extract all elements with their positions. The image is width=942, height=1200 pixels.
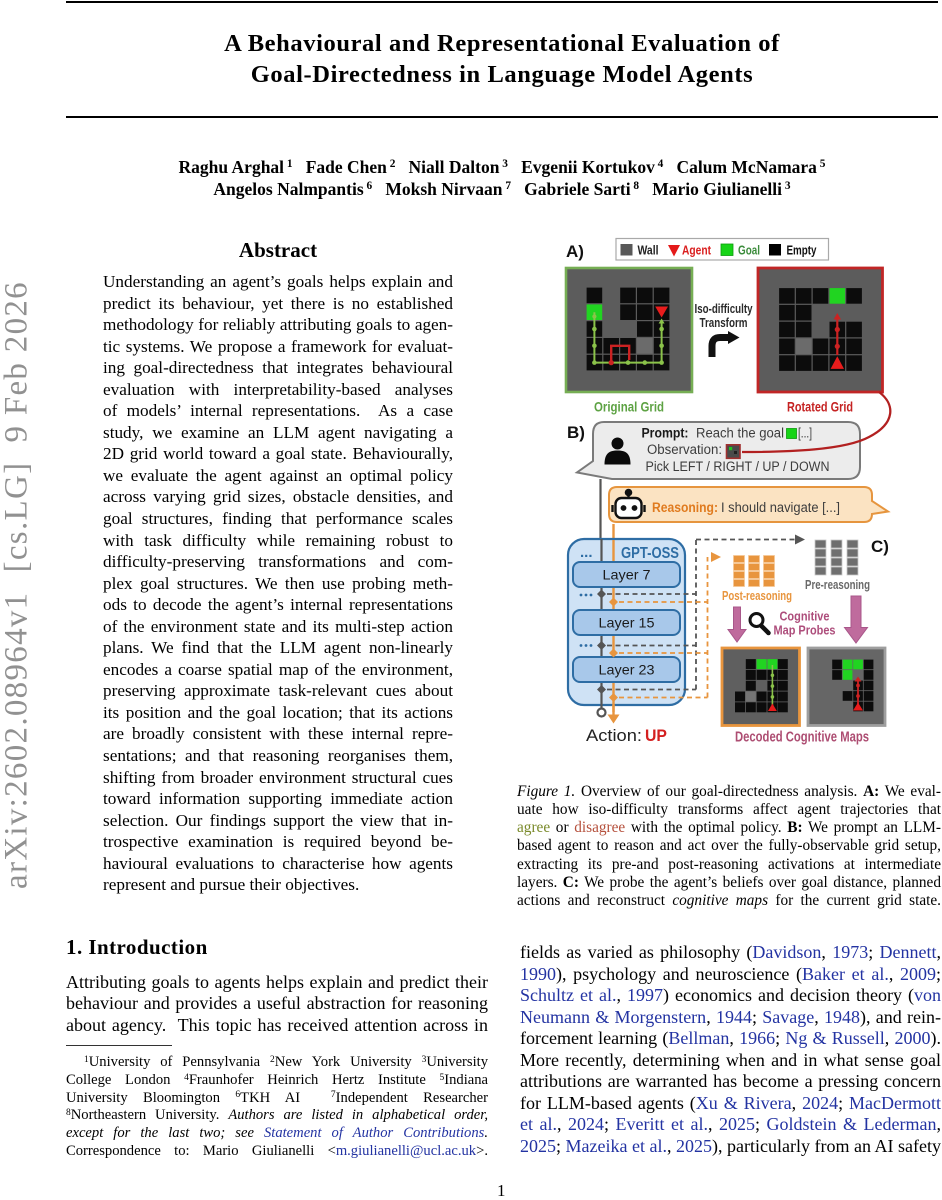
svg-text:Map Probes: Map Probes <box>774 623 836 638</box>
svg-text:Reach the goal: Reach the goal <box>696 426 784 441</box>
svg-text:UP: UP <box>645 726 667 745</box>
svg-text:Transform: Transform <box>700 316 748 330</box>
svg-text:Post-reasoning: Post-reasoning <box>722 589 792 603</box>
svg-text:Rotated Grid: Rotated Grid <box>787 399 853 415</box>
svg-text:Iso-difficulty: Iso-difficulty <box>695 302 753 316</box>
svg-text:Cognitive: Cognitive <box>780 609 830 624</box>
svg-text:Layer 7: Layer 7 <box>603 567 651 583</box>
svg-text:Layer 15: Layer 15 <box>599 615 655 631</box>
svg-text:Action:: Action: <box>586 726 642 745</box>
svg-text:Empty: Empty <box>787 243 818 258</box>
svg-text:Agent: Agent <box>682 243 712 258</box>
svg-text:Layer 23: Layer 23 <box>599 662 655 678</box>
svg-text:Pre-reasoning: Pre-reasoning <box>805 578 870 592</box>
svg-text:Decoded Cognitive Maps: Decoded Cognitive Maps <box>735 730 869 746</box>
svg-text:B): B) <box>567 423 585 442</box>
svg-text:Prompt:: Prompt: <box>642 426 689 441</box>
svg-text:A): A) <box>566 242 584 261</box>
svg-text:GPT-OSS: GPT-OSS <box>621 545 679 562</box>
svg-text:C): C) <box>871 537 889 556</box>
svg-text:Pick LEFT / RIGHT / UP / DOWN: Pick LEFT / RIGHT / UP / DOWN <box>646 459 830 474</box>
svg-text:[...]: [...] <box>798 426 812 441</box>
svg-text:...: ... <box>580 544 593 561</box>
svg-text:Original Grid: Original Grid <box>594 399 664 415</box>
svg-text:I should navigate [...]: I should navigate [...] <box>721 500 840 515</box>
svg-text:Goal: Goal <box>738 243 760 258</box>
svg-text:Wall: Wall <box>638 243 659 258</box>
svg-text:Reasoning:: Reasoning: <box>652 500 718 515</box>
svg-text:Observation:: Observation: <box>647 442 722 457</box>
